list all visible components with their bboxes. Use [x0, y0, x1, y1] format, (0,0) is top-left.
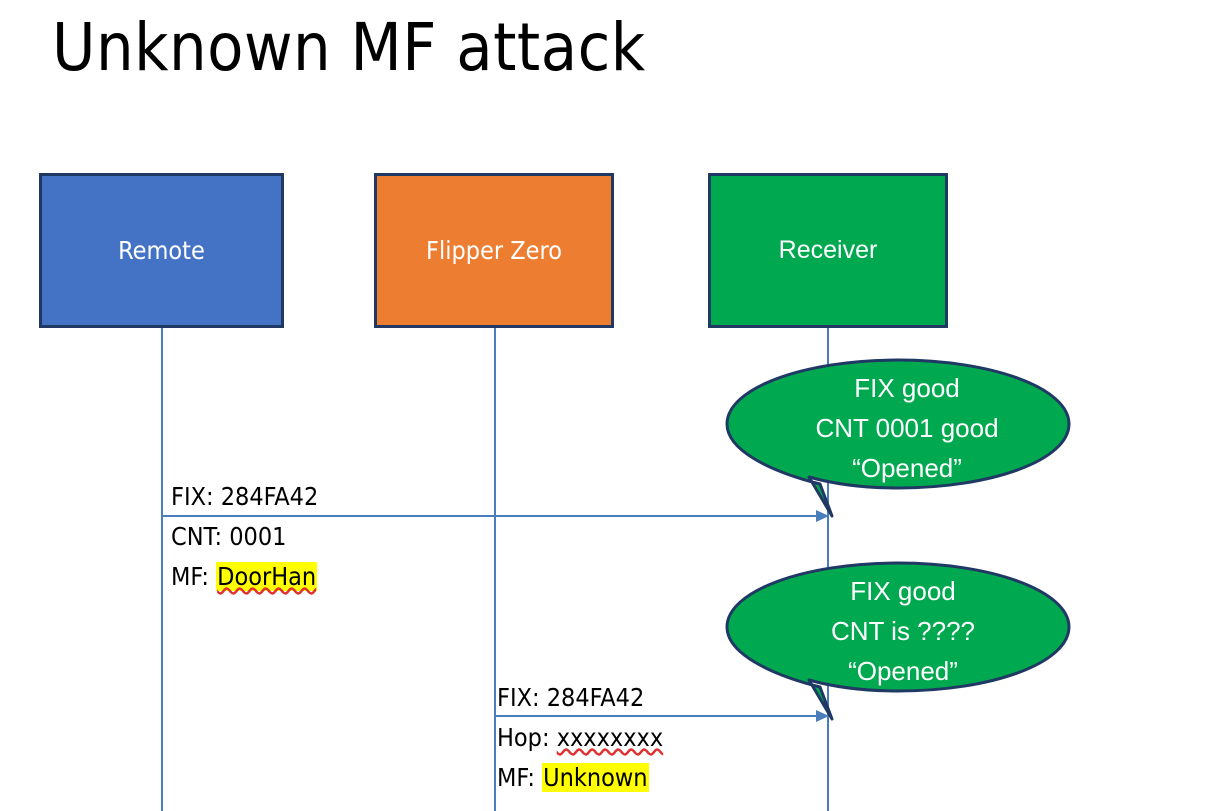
message-line-value: 0001 — [229, 522, 287, 551]
lifeline-flipper — [494, 327, 496, 811]
callout-bubble-receiver-first[interactable]: FIX good CNT 0001 good “Opened” — [724, 358, 1072, 518]
message-arrow-remote-to-receiver — [162, 510, 829, 522]
message-line-label: MF: — [171, 562, 217, 591]
callout-shape-icon — [725, 358, 1071, 518]
actor-label-receiver: Receiver — [778, 236, 878, 264]
message-text-remote: FIX: 284FA42 CNT: 0001 MF: DoorHan — [171, 477, 318, 597]
message-text-flipper: FIX: 284FA42 Hop: xxxxxxxx MF: Unknown — [497, 678, 663, 798]
actor-label-remote: Remote — [118, 236, 205, 265]
message-line: MF: Unknown — [497, 758, 663, 798]
page-title: Unknown MF attack — [52, 9, 646, 86]
message-line: CNT: 0001 — [171, 517, 318, 557]
actor-label-flipper: Flipper Zero — [426, 236, 562, 265]
callout-bubble-receiver-second[interactable]: FIX good CNT is ???? “Opened” — [724, 561, 1072, 721]
message-line-label: FIX: — [497, 683, 547, 712]
message-line-value-highlighted: Unknown — [542, 763, 649, 792]
lifeline-remote — [161, 327, 163, 811]
callout-shape-icon — [725, 561, 1071, 721]
message-line-label: FIX: — [171, 482, 221, 511]
message-line-label: Hop: — [497, 723, 557, 752]
message-line-value: 284FA42 — [220, 482, 319, 511]
message-line: FIX: 284FA42 — [171, 477, 318, 517]
message-line-value: 284FA42 — [546, 683, 645, 712]
message-line: Hop: xxxxxxxx — [497, 718, 663, 758]
message-line-label: MF: — [497, 763, 543, 792]
actor-box-remote[interactable]: Remote — [39, 173, 284, 328]
message-line-value-highlighted: DoorHan — [216, 562, 318, 591]
actor-box-flipper[interactable]: Flipper Zero — [374, 173, 614, 328]
actor-box-receiver[interactable]: Receiver — [708, 173, 948, 328]
message-line: FIX: 284FA42 — [497, 678, 663, 718]
message-line-label: CNT: — [171, 522, 230, 551]
message-line-value: xxxxxxxx — [556, 723, 664, 752]
message-arrow-flipper-to-receiver — [495, 710, 829, 722]
message-line: MF: DoorHan — [171, 557, 318, 597]
